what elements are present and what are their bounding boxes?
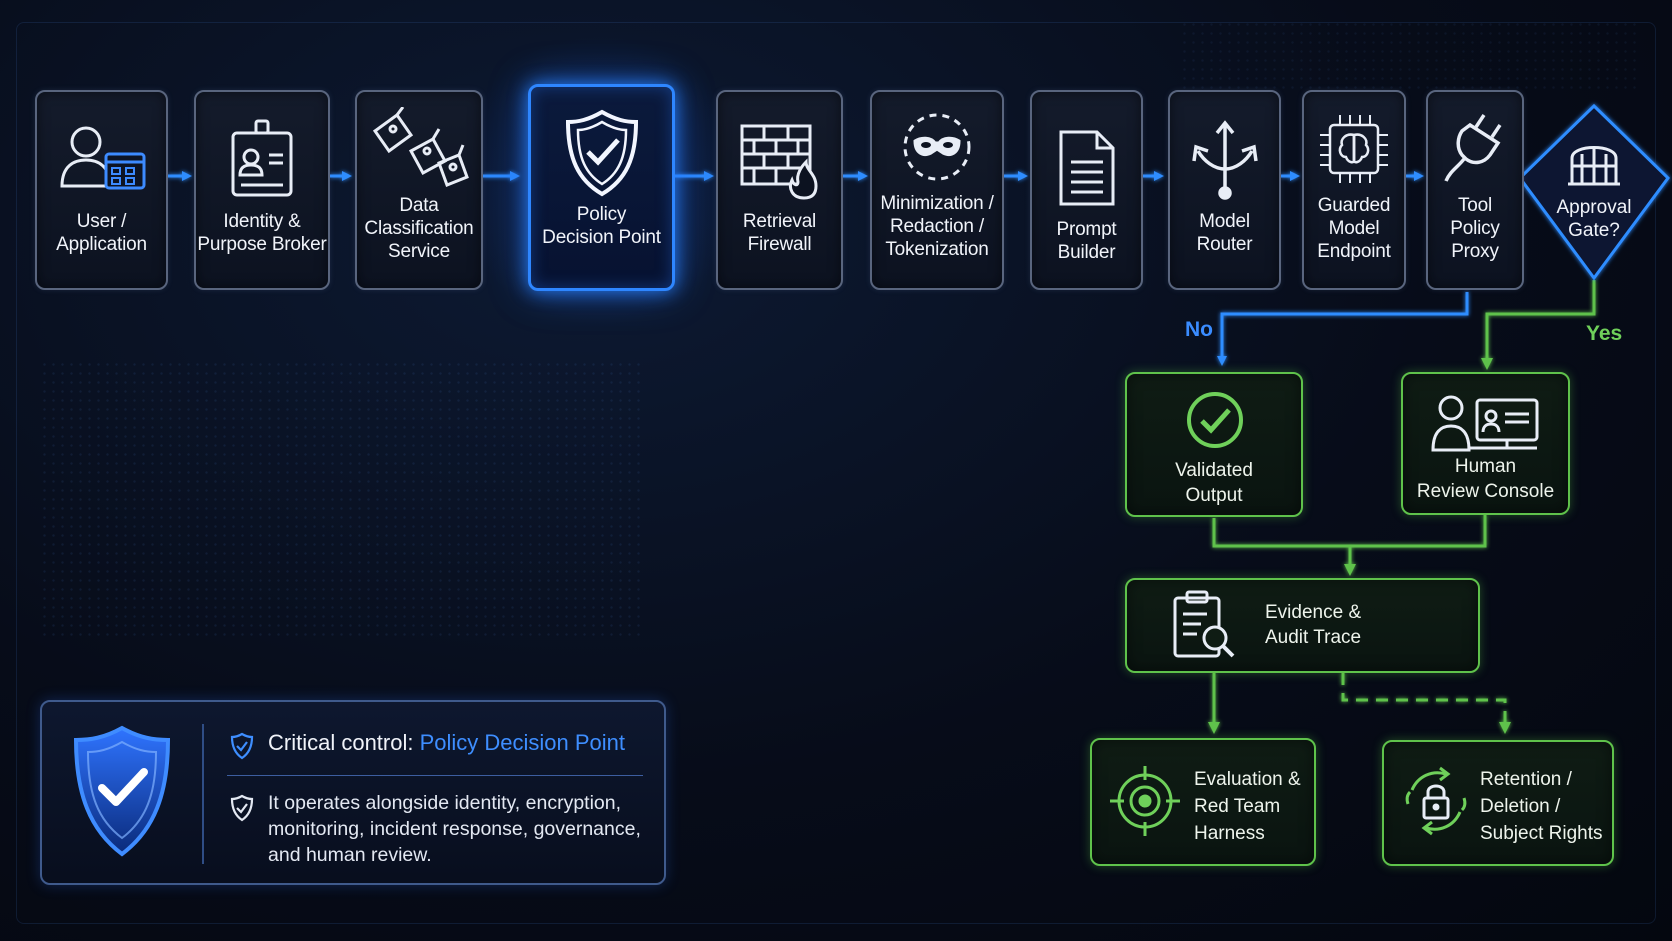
node-data-classification[interactable]: Data Classification Service [355,90,483,290]
node-label: Human Review Console [1416,456,1555,502]
brain-chip-icon [1316,108,1392,190]
check-circle-icon [1185,390,1245,455]
user-app-icon [56,114,148,206]
node-label: Tool Policy Proxy [1450,195,1500,262]
node-evaluation-red-team[interactable]: Evaluation & Red Team Harness [1090,738,1316,866]
lock-cycle-icon [1400,764,1472,843]
node-minimization-redaction[interactable]: Minimization / Redaction / Tokenization [870,90,1004,290]
node-label: Data Classification Service [364,195,474,262]
node-label: Evaluation & Red Team Harness [1194,769,1301,844]
node-label: Model Router [1196,211,1253,255]
node-label: Identity & Purpose Broker [197,211,327,255]
callout-vertical-divider [202,724,204,864]
document-icon [1057,122,1117,214]
background-dot-grid [40,360,640,640]
node-tool-policy-proxy[interactable]: Tool Policy Proxy [1426,90,1524,290]
edge-label-no: No [1185,318,1213,341]
node-validated-output[interactable]: Validated Output [1125,372,1303,517]
shield-check-icon [564,107,640,199]
node-policy-decision-point[interactable]: Policy Decision Point [528,84,675,291]
node-human-review-console[interactable]: Human Review Console [1401,372,1570,515]
approval-gate-diamond [1518,103,1670,281]
arrow-yes-human [1481,280,1596,370]
node-prompt-builder[interactable]: Prompt Builder [1030,90,1143,290]
arrow-human-evidence [1350,515,1487,548]
id-badge-icon [227,114,297,206]
human-review-icon [1429,388,1541,463]
tags-icon [367,107,471,190]
node-label: Evidence & Audit Trace [1265,602,1362,648]
callout-horizontal-divider [227,775,643,776]
edge-label-yes: Yes [1586,322,1623,345]
background-frame [16,22,1656,924]
target-crosshair-icon [1108,764,1182,843]
firewall-icon [736,114,824,206]
plug-icon [1440,108,1510,190]
clipboard-magnifier-icon [1171,590,1239,667]
node-evidence-audit-trace[interactable]: Evidence & Audit Trace [1125,578,1480,673]
small-shield-icon [230,732,254,765]
node-identity-purpose-broker[interactable]: Identity & Purpose Broker [194,90,330,290]
router-arrows-icon [1184,114,1266,206]
large-shield-check-icon [70,722,174,867]
arrow-evidence-retention [1341,673,1511,734]
node-model-router[interactable]: Model Router [1168,90,1281,290]
node-guarded-model-endpoint[interactable]: Guarded Model Endpoint [1302,90,1406,290]
node-label: Policy Decision Point [542,204,661,248]
node-label: Retrieval Firewall [742,211,817,255]
arrow-no-validated [1217,292,1469,366]
node-label: User / Application [56,211,147,255]
node-label: Retention / Deletion / Subject Rights [1480,769,1603,844]
callout-title-prefix: Critical control: [268,730,420,755]
mask-icon [901,106,973,188]
node-label: Validated Output [1175,460,1253,506]
node-retrieval-firewall[interactable]: Retrieval Firewall [716,90,843,290]
callout-title-accent: Policy Decision Point [419,730,626,755]
approval-gate-label: Approval Gate? [1556,197,1632,241]
gate-icon [1566,136,1622,193]
critical-control-callout: Critical control: Policy Decision Point … [40,700,666,885]
background-dot-grid-right [1180,20,1640,90]
node-label: Guarded Model Endpoint [1317,195,1391,262]
callout-body: It operates alongside identity, encrypti… [268,792,641,866]
node-label: Prompt Builder [1056,219,1117,263]
callout-title: Critical control: Policy Decision Point [268,730,625,756]
arrow-validated-evidence [1212,518,1356,576]
node-label: Minimization / Redaction / Tokenization [880,193,994,260]
node-retention-deletion[interactable]: Retention / Deletion / Subject Rights [1382,740,1614,866]
small-shield-outline-icon [230,794,254,827]
node-user-application[interactable]: User / Application [35,90,168,290]
